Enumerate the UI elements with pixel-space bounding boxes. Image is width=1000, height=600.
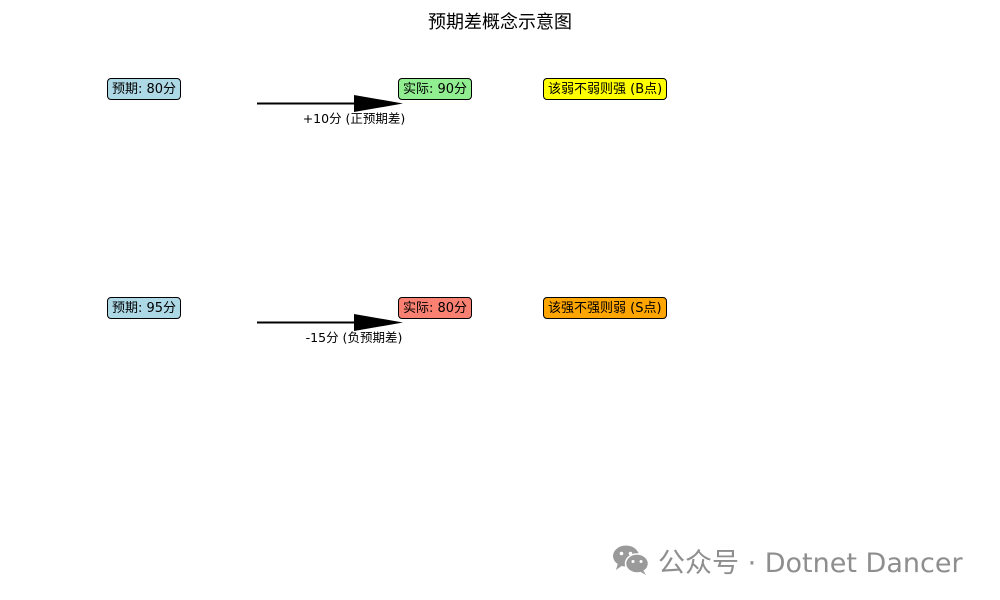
actual-box-2: 实际: 80分: [398, 297, 473, 319]
outcome-box-1: 该弱不弱则强 (B点): [543, 78, 668, 100]
actual-box-1: 实际: 90分: [398, 78, 473, 100]
difference-label-2: -15分 (负预期差): [305, 330, 403, 345]
watermark: 公众号 · Dotnet Dancer: [612, 543, 963, 579]
expected-box-2: 预期: 95分: [107, 297, 182, 319]
outcome-box-2: 该强不强则弱 (S点): [543, 297, 667, 319]
watermark-text: 公众号 · Dotnet Dancer: [658, 547, 963, 579]
expected-box-1: 预期: 80分: [107, 78, 182, 100]
diagram-title: 预期差概念示意图: [428, 12, 572, 33]
wechat-icon: [613, 545, 650, 575]
difference-label-1: +10分 (正预期差): [302, 111, 406, 126]
